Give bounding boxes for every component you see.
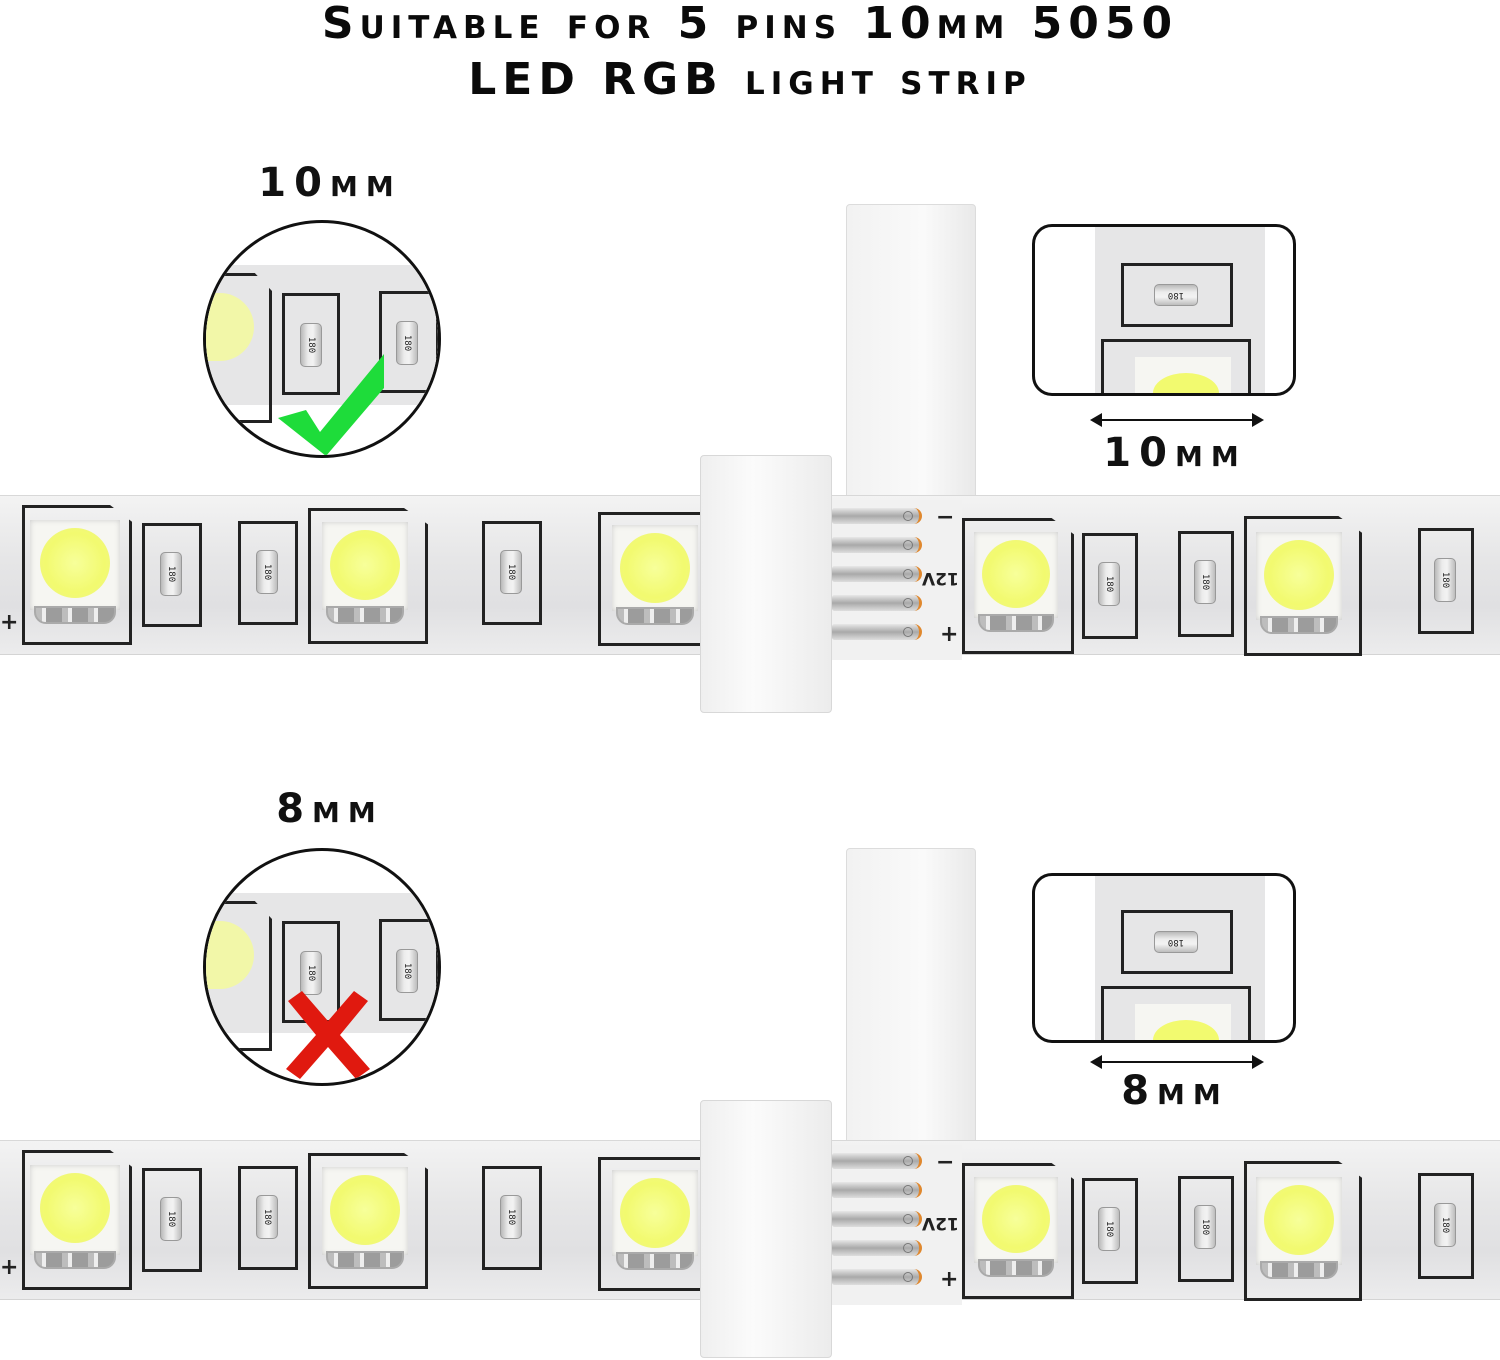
led-chip	[322, 1167, 408, 1269]
led-chip	[612, 1170, 698, 1270]
resistor-outline	[142, 523, 202, 627]
cross-mark-icon	[286, 991, 370, 1079]
width-arrow	[1090, 413, 1264, 427]
resistor: 180	[1098, 562, 1120, 606]
led-chip	[30, 1165, 120, 1269]
resistor-outline	[238, 521, 298, 625]
connector-pin	[832, 595, 922, 611]
led-outline	[1244, 1161, 1362, 1301]
connector-pin	[832, 566, 922, 582]
led-chip	[322, 522, 408, 624]
led-chip	[1256, 1177, 1342, 1279]
resistor-outline	[1418, 1173, 1474, 1279]
resistor: 180	[300, 951, 322, 995]
connector-pin	[832, 508, 922, 524]
magnified-strip-circle: 180 180	[203, 848, 441, 1086]
resistor: 180	[256, 1195, 278, 1239]
led-outline	[308, 508, 428, 644]
voltage-label: 12V	[922, 568, 959, 588]
inset-label-10mm: 10mm	[1103, 430, 1247, 476]
led-outline	[598, 512, 718, 646]
resistor: 180	[396, 949, 418, 993]
led-chip	[612, 525, 698, 625]
connector-clip	[700, 1100, 832, 1358]
plus-sign: +	[940, 1267, 959, 1292]
led-outline	[22, 505, 132, 645]
resistor-outline	[1121, 910, 1233, 974]
led-chip	[974, 1177, 1058, 1277]
resistor: 180	[1194, 1205, 1216, 1249]
minus-sign: −	[936, 505, 955, 530]
resistor-outline	[1082, 1178, 1138, 1284]
resistor-outline	[142, 1168, 202, 1272]
resistor-outline	[1418, 528, 1474, 634]
led-outline	[962, 1163, 1074, 1299]
resistor-outline	[1178, 1176, 1234, 1282]
resistor-outline	[282, 293, 340, 395]
connector-pin	[832, 624, 922, 640]
connector-pin	[832, 1182, 922, 1198]
resistor-outline	[379, 919, 438, 1021]
heading-line-1: Suitable for 5 pins 10mm 5050	[321, 0, 1179, 49]
resistor: 180	[1098, 1207, 1120, 1251]
resistor: 180	[1194, 560, 1216, 604]
resistor: 180	[1154, 931, 1198, 953]
led-outline	[22, 1150, 132, 1290]
connector-clip	[700, 455, 832, 713]
resistor-outline	[482, 1166, 542, 1270]
resistor: 180	[1434, 558, 1456, 602]
led-chip	[30, 520, 120, 624]
resistor: 180	[1434, 1203, 1456, 1247]
inset-label-8mm: 8mm	[1121, 1068, 1229, 1114]
connector-pin	[832, 1269, 922, 1285]
resistor-outline	[379, 291, 438, 393]
resistor-outline	[1178, 531, 1234, 637]
plus-sign: +	[940, 622, 959, 647]
magnified-strip-circle: 180 180	[203, 220, 441, 458]
minus-sign: −	[936, 1150, 955, 1175]
width-detail-inset: 180	[1032, 873, 1296, 1043]
resistor: 180	[396, 321, 418, 365]
led-outline	[206, 901, 272, 1051]
led-outline	[1101, 986, 1251, 1040]
heading-line-2: LED RGB light strip	[468, 54, 1032, 105]
connector-pin	[832, 1240, 922, 1256]
led-outline	[206, 273, 272, 423]
led-outline	[1244, 516, 1362, 656]
resistor: 180	[500, 1195, 522, 1239]
resistor-outline	[1121, 263, 1233, 327]
resistor: 180	[1154, 284, 1198, 306]
width-arrow	[1090, 1055, 1264, 1069]
connector-tab	[846, 848, 976, 1148]
resistor: 180	[500, 550, 522, 594]
resistor-outline	[482, 521, 542, 625]
resistor: 180	[160, 1197, 182, 1241]
connector-pin	[832, 537, 922, 553]
resistor: 180	[300, 323, 322, 367]
resistor: 180	[256, 550, 278, 594]
voltage-label: 12V	[922, 1213, 959, 1233]
connector-pin	[832, 1153, 922, 1169]
check-mark-icon	[278, 354, 384, 455]
plus-sign: +	[0, 1255, 19, 1280]
resistor: 180	[160, 552, 182, 596]
led-chip	[1256, 532, 1342, 634]
width-detail-inset: 180	[1032, 224, 1296, 396]
led-outline	[308, 1153, 428, 1289]
led-outline	[962, 518, 1074, 654]
connector-tab	[846, 204, 976, 504]
led-chip	[974, 532, 1058, 632]
led-outline	[598, 1157, 718, 1291]
circle-label-10mm: 10mm	[258, 160, 402, 206]
connector-pin	[832, 1211, 922, 1227]
resistor-outline	[1082, 533, 1138, 639]
circle-label-8mm: 8mm	[276, 786, 384, 832]
plus-sign: +	[0, 610, 19, 635]
resistor-outline	[238, 1166, 298, 1270]
led-outline	[1101, 339, 1251, 393]
